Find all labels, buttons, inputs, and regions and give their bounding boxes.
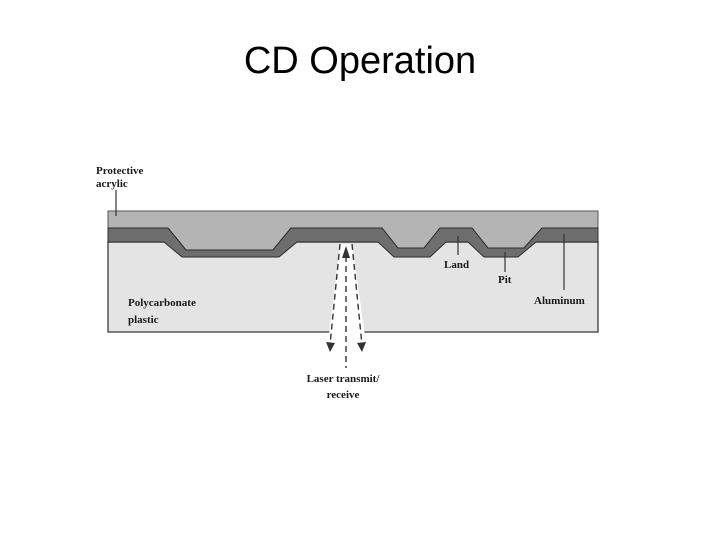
laser-beam-left [329,243,341,346]
laser-label-line1: Laser transmit/ [307,373,381,385]
laser-arrow-down-right [357,342,366,352]
pit-label: Pit [498,274,512,286]
aluminum-layer [107,227,599,258]
laser-label-line2: receive [327,389,360,401]
slide-title: CD Operation [243,40,477,82]
laser-arrow-up [342,246,350,258]
protective-acrylic-label-line1: Protective [96,165,144,177]
polycarbonate-label-line1: Polycarbonate [128,297,196,309]
protective-acrylic-label-line2: acrylic [96,178,128,190]
aluminum-label: Aluminum [534,295,585,307]
polycarbonate-label-line2: plastic [128,314,159,326]
laser-beam-right [351,243,363,346]
laser-arrow-down-left [326,342,335,352]
land-label: Land [444,259,469,271]
